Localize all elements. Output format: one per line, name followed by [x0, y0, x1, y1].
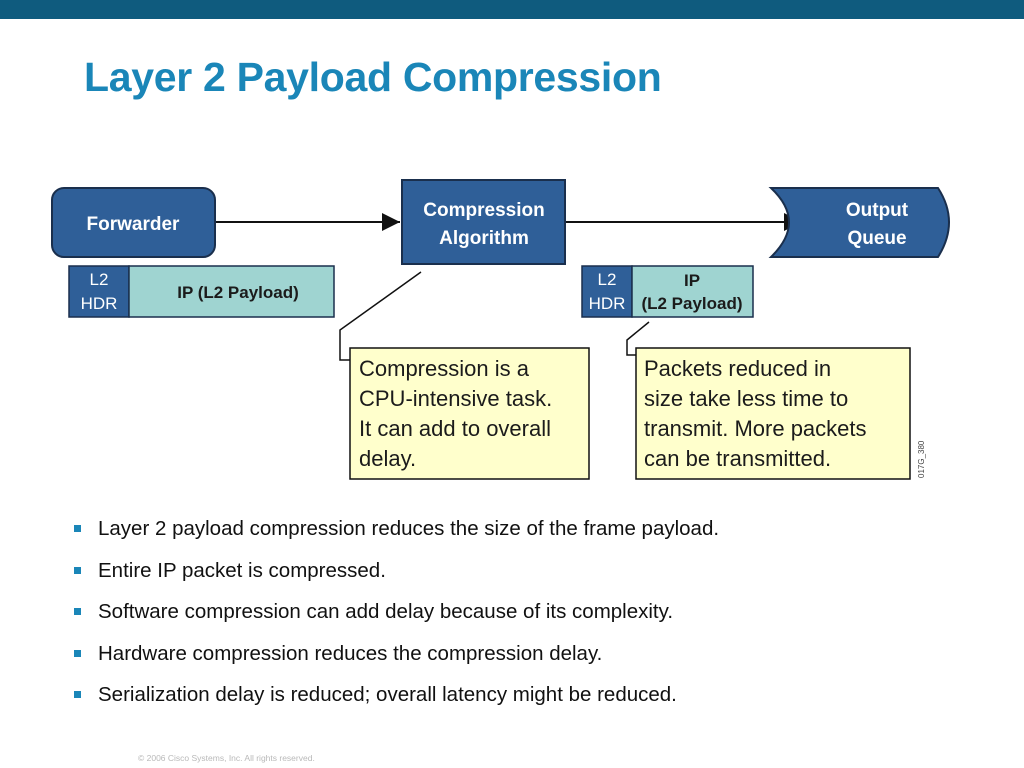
note-left-line1: Compression is a [359, 356, 530, 381]
bullet-item: Hardware compression reduces the compres… [72, 637, 719, 679]
packet-right-hdr-line2: HDR [589, 294, 626, 313]
bullet-item: Serialization delay is reduced; overall … [72, 678, 719, 720]
bullet-list: Layer 2 payload compression reduces the … [72, 512, 719, 720]
figure-id-label: 017G_380 [917, 440, 926, 478]
bullet-text: Serialization delay is reduced; overall … [98, 683, 677, 706]
packet-left-hdr-line1: L2 [90, 270, 109, 289]
callout-line-left [339, 271, 422, 361]
compression-label-line1: Compression [423, 200, 544, 221]
compression-algorithm-node: Compression Algorithm [401, 179, 566, 265]
bullet-text: Hardware compression reduces the compres… [98, 641, 603, 665]
packet-right-hdr-line1: L2 [598, 270, 617, 289]
callout-line-right [626, 321, 650, 356]
note-right-line2: size take less time to [644, 386, 848, 411]
output-queue-node: Output Queue [768, 187, 950, 258]
compression-label-line2: Algorithm [439, 228, 529, 249]
note-right-line4: can be transmitted. [644, 446, 831, 471]
bullet-item: Software compression can add delay becau… [72, 595, 719, 637]
forwarder-label: Forwarder [87, 214, 181, 235]
top-banner [0, 0, 1024, 19]
copyright-footer: © 2006 Cisco Systems, Inc. All rights re… [138, 753, 315, 763]
packet-left-hdr-line2: HDR [81, 294, 118, 313]
note-left-line3: It can add to overall [359, 416, 551, 441]
note-right-line1: Packets reduced in [644, 356, 831, 381]
note-left-line2: CPU-intensive task. [359, 386, 552, 411]
output-label-line2: Queue [847, 228, 906, 249]
packet-compressed: L2 HDR IP (L2 Payload) [581, 265, 754, 318]
packet-right-payload-line2: (L2 Payload) [641, 294, 742, 313]
bullet-square-icon [74, 691, 81, 698]
packet-uncompressed: L2 HDR IP (L2 Payload) [68, 265, 335, 318]
bullet-text: Software compression can add delay becau… [98, 600, 674, 623]
bullet-item: Entire IP packet is compressed. [72, 554, 719, 596]
bullet-item: Layer 2 payload compression reduces the … [72, 512, 719, 554]
forwarder-node: Forwarder [51, 187, 216, 258]
bullet-square-icon [74, 608, 81, 615]
page-title: Layer 2 Payload Compression [84, 54, 662, 100]
bullet-text: Entire IP packet is compressed. [98, 558, 386, 582]
output-label-line1: Output [846, 200, 909, 221]
bullet-square-icon [74, 649, 81, 657]
packet-right-payload-line1: IP [684, 271, 700, 290]
packet-left-payload: IP (L2 Payload) [177, 283, 299, 302]
note-packets-reduced: Packets reduced in size take less time t… [635, 347, 911, 480]
note-right-line3: transmit. More packets [644, 416, 867, 441]
bullet-text: Layer 2 payload compression reduces the … [98, 517, 720, 540]
note-left-line4: delay. [359, 446, 416, 471]
note-compression-cpu: Compression is a CPU-intensive task. It … [349, 347, 590, 480]
bullet-square-icon [74, 525, 81, 532]
bullet-square-icon [74, 566, 81, 574]
